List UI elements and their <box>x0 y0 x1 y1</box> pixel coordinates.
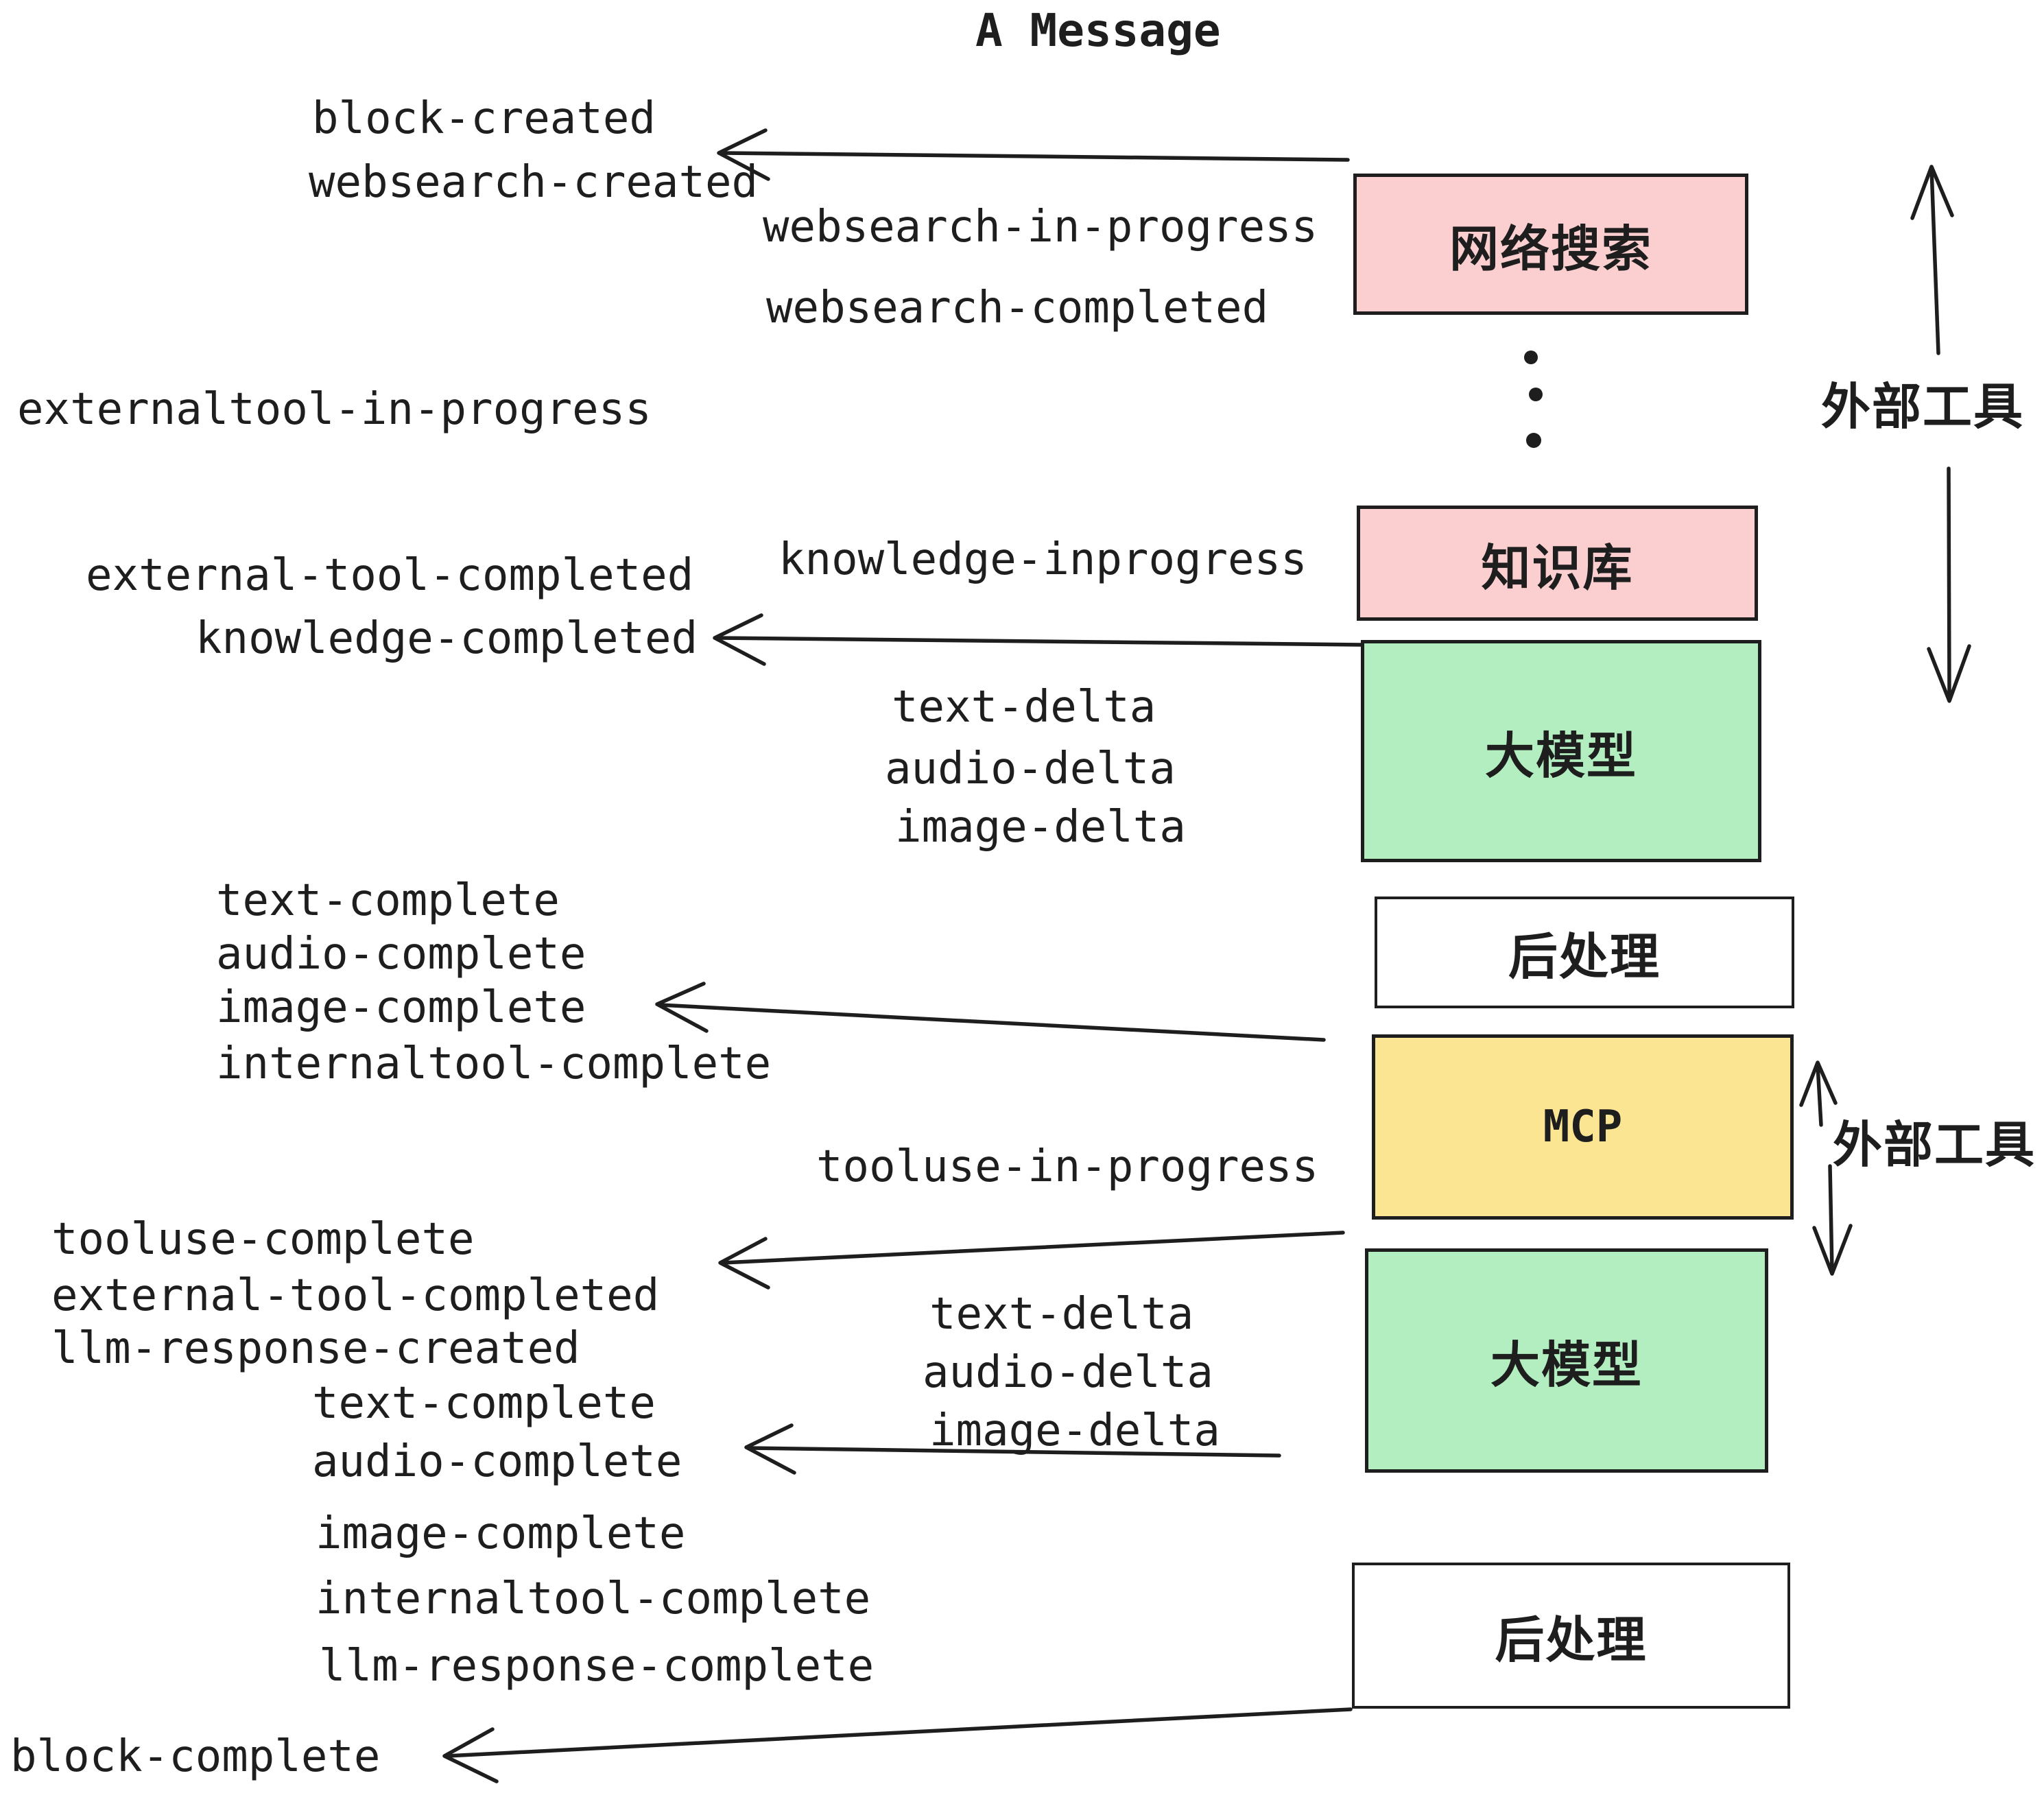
event-label-llm-response-created: llm-response-created <box>51 1323 580 1374</box>
box-mcp: MCP <box>1372 1034 1794 1220</box>
box-knowledge: 知识库 <box>1357 506 1758 621</box>
box-postprocess-top-label: 后处理 <box>1508 928 1661 986</box>
box-knowledge-label: 知识库 <box>1481 538 1634 597</box>
event-label-websearch-created: websearch-created <box>309 157 759 208</box>
page-title: A Message <box>975 4 1221 57</box>
box-websearch: 网络搜索 <box>1353 174 1748 315</box>
event-label-tooluse-complete: tooluse-complete <box>51 1214 475 1265</box>
box-postprocess-bottom-label: 后处理 <box>1495 1611 1648 1669</box>
event-label-internaltool-complete-1: internaltool-complete <box>216 1039 772 1089</box>
event-label-image-complete-1: image-complete <box>216 982 586 1033</box>
box-postprocess-bottom: 后处理 <box>1352 1563 1790 1709</box>
arrow-mcp-external-down <box>1812 1164 1853 1276</box>
arrow-external-tools-down <box>1927 466 1971 703</box>
arrow-audio-complete <box>744 1423 1281 1475</box>
side-label-external-tools-mcp: 外部工具 <box>1833 1116 2036 1174</box>
arrow-image-complete <box>655 982 1326 1042</box>
event-label-audio-delta-1: audio-delta <box>885 744 1176 794</box>
event-label-llm-response-complete: llm-response-complete <box>319 1641 875 1692</box>
event-label-websearch-completed: websearch-completed <box>766 283 1269 333</box>
event-label-audio-complete-1: audio-complete <box>216 929 586 980</box>
event-label-tooluse-in-progress: tooluse-in-progress <box>816 1141 1319 1192</box>
event-label-block-complete: block-complete <box>10 1731 381 1782</box>
event-label-text-delta-1: text-delta <box>892 682 1156 733</box>
box-mcp-label: MCP <box>1543 1102 1623 1152</box>
ellipsis-dots <box>1524 351 1543 448</box>
box-llm-bottom: 大模型 <box>1365 1248 1768 1473</box>
event-label-image-complete-2: image-complete <box>316 1508 686 1559</box>
event-label-audio-delta-2: audio-delta <box>923 1347 1213 1398</box>
arrow-knowledge-completed <box>713 613 1364 666</box>
box-llm-bottom-label: 大模型 <box>1490 1336 1643 1394</box>
box-postprocess-top: 后处理 <box>1375 897 1794 1008</box>
event-label-websearch-in-progress: websearch-in-progress <box>763 202 1318 252</box>
box-websearch-label: 网络搜索 <box>1449 219 1652 278</box>
event-label-knowledge-completed: knowledge-completed <box>195 613 698 664</box>
event-label-audio-complete-2: audio-complete <box>312 1436 682 1487</box>
event-label-text-complete-1: text-complete <box>216 875 560 926</box>
arrow-external-tools-up <box>1910 165 1954 355</box>
box-llm-top: 大模型 <box>1361 640 1761 862</box>
side-label-external-tools-top: 外部工具 <box>1821 378 2025 436</box>
arrow-block-complete <box>442 1707 1353 1783</box>
event-label-image-delta-2: image-delta <box>929 1405 1220 1456</box>
event-label-block-created: block-created <box>312 93 656 144</box>
event-label-internaltool-complete-2: internaltool-complete <box>316 1574 871 1624</box>
event-label-text-complete-2: text-complete <box>312 1378 656 1429</box>
event-label-knowledge-inprogress: knowledge-inprogress <box>779 534 1307 585</box>
arrow-mcp-external-up <box>1799 1060 1838 1127</box>
event-label-external-tool-completed-1: external-tool-completed <box>86 550 694 601</box>
arrow-tooluse-complete <box>718 1231 1345 1290</box>
event-label-external-tool-completed-2: external-tool-completed <box>51 1270 660 1321</box>
event-label-externaltool-in-progress: externaltool-in-progress <box>17 384 652 435</box>
event-label-image-delta-1: image-delta <box>895 802 1186 853</box>
arrow-websearch-created <box>717 128 1350 181</box>
event-label-text-delta-2: text-delta <box>929 1289 1194 1340</box>
box-llm-top-label: 大模型 <box>1484 726 1637 785</box>
